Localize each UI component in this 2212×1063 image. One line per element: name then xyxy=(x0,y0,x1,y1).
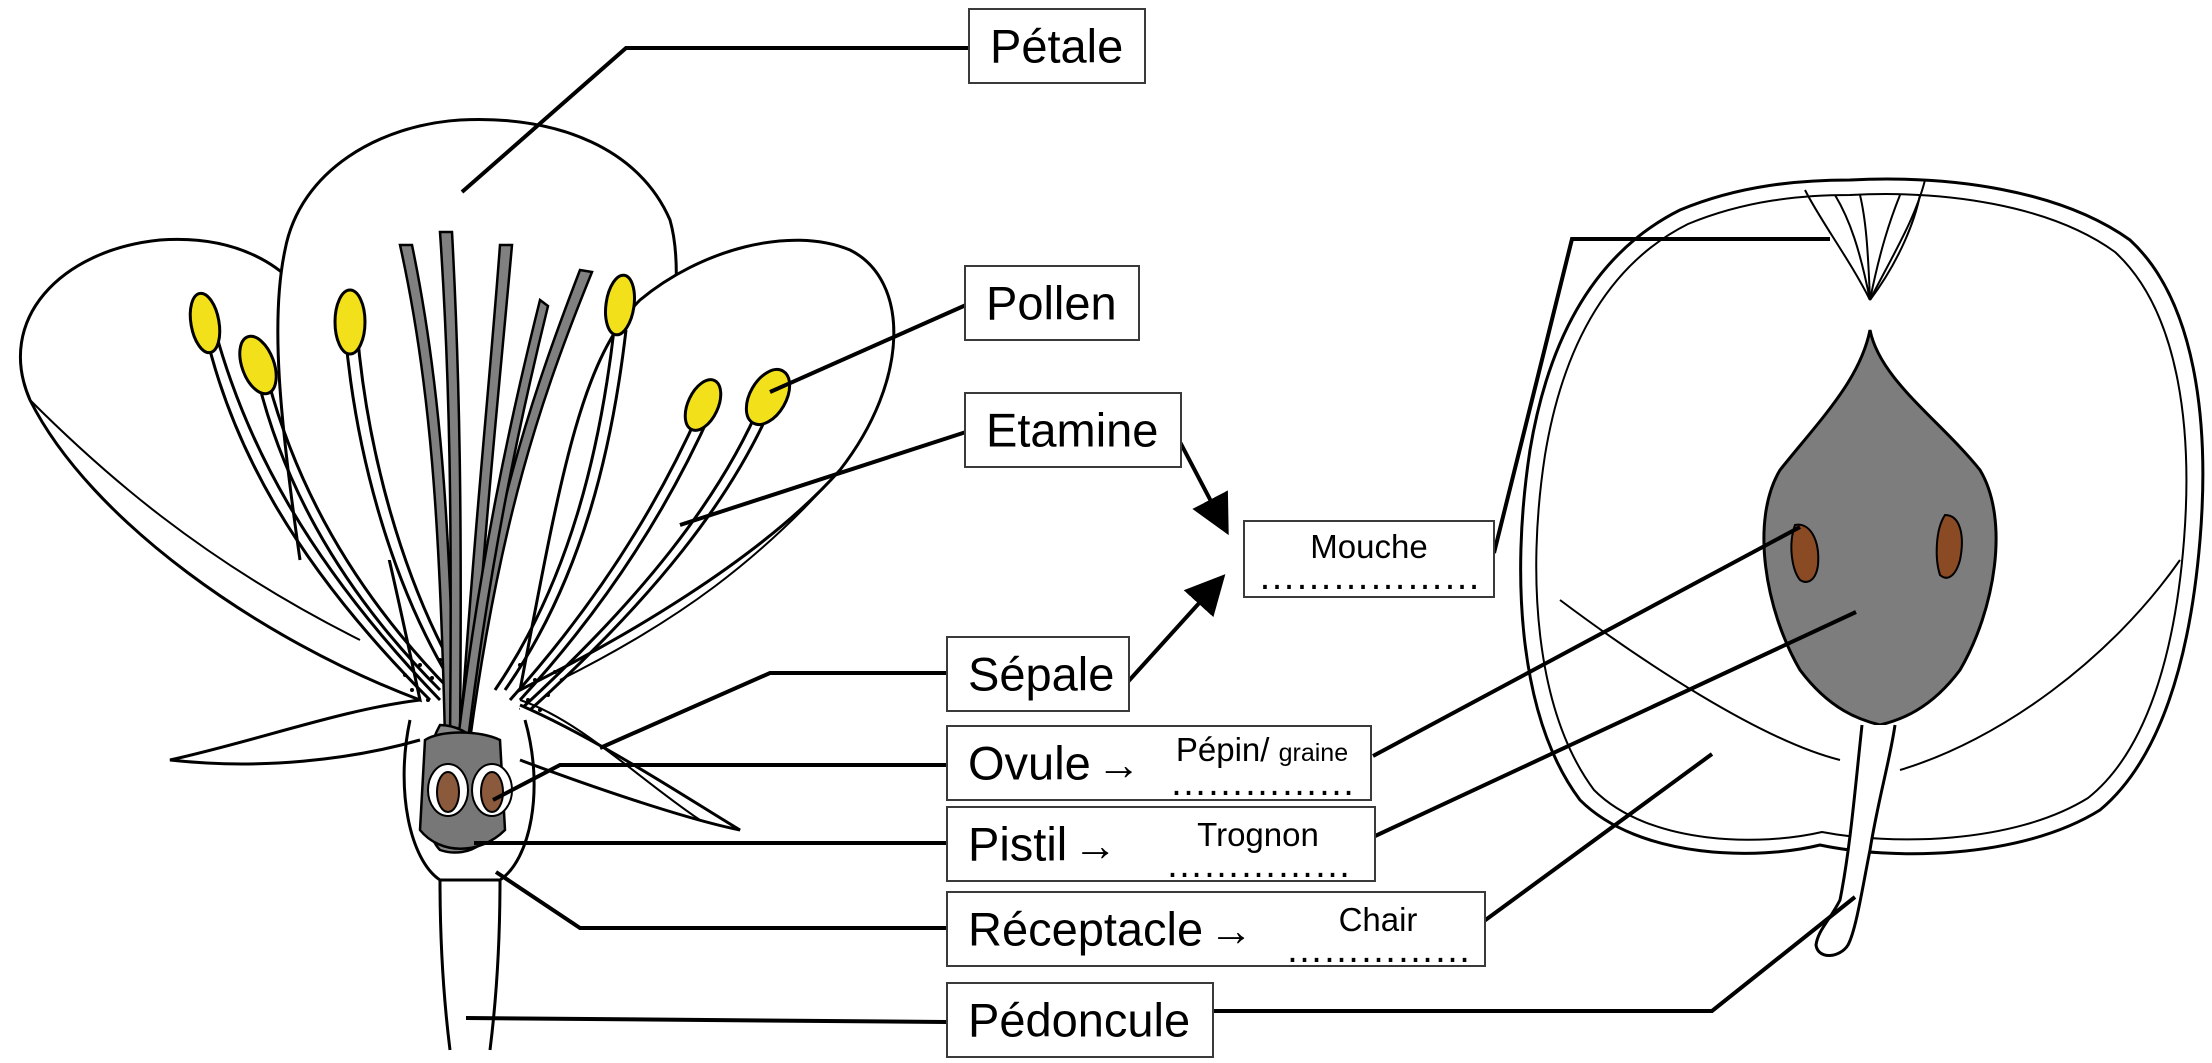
flower-illustration xyxy=(20,120,893,1050)
peduncle xyxy=(440,880,500,1050)
label-petale: Pétale xyxy=(968,8,1146,84)
fruit-illustration xyxy=(1521,179,2203,955)
label-etamine: Etamine xyxy=(964,392,1182,468)
line-sepale xyxy=(600,673,946,748)
answer-chair: Chair …………… xyxy=(1280,903,1476,963)
arrow-etamine xyxy=(1180,442,1225,528)
label-mouche: Mouche ……………… xyxy=(1243,520,1495,598)
receptacle-text: Réceptacle xyxy=(968,903,1203,956)
arrow-symbol: → xyxy=(1209,907,1253,956)
line-receptacle xyxy=(496,872,946,928)
arrow-sepale xyxy=(1125,580,1220,685)
left-sepal xyxy=(170,700,420,764)
ovule-text: Ovule xyxy=(968,737,1091,790)
line-fruit-trognon xyxy=(1373,612,1856,837)
label-pedoncule: Pédoncule xyxy=(946,982,1214,1058)
label-receptacle: Réceptacle→ Chair …………… xyxy=(946,891,1486,967)
label-pollen: Pollen xyxy=(964,265,1140,341)
pistil-text: Pistil xyxy=(968,818,1067,871)
answer-mouche: Mouche ……………… xyxy=(1245,530,1493,590)
arrow-symbol: → xyxy=(1073,822,1117,871)
answer-trognon: Trognon …………… xyxy=(1158,818,1358,878)
label-pistil: Pistil→ Trognon …………… xyxy=(946,806,1376,882)
line-pedoncule xyxy=(466,1018,946,1022)
arrow-symbol: → xyxy=(1097,741,1141,790)
label-ovule: Ovule→ Pépin/ graine …………… xyxy=(946,725,1372,801)
answer-pepin: Pépin/ graine …………… xyxy=(1162,733,1362,796)
line-fruit-chair xyxy=(1480,754,1712,924)
label-sepale: Sépale xyxy=(946,636,1130,712)
